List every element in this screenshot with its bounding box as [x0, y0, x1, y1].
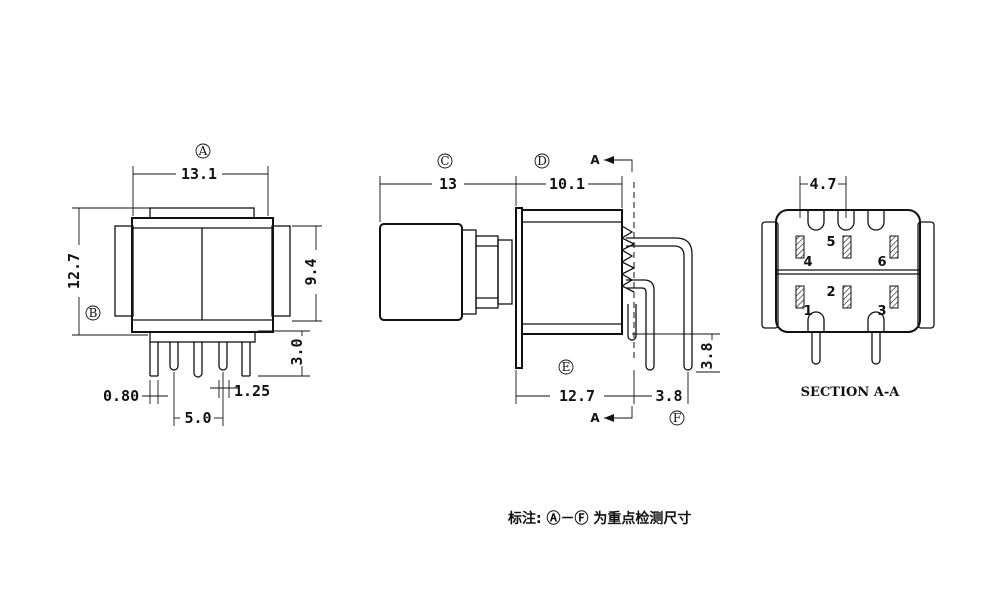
- dim-side-base: 12.7: [515, 370, 635, 405]
- section-top-terminal-mid: [837, 211, 855, 231]
- side-lead-outer: [626, 237, 693, 371]
- pin-number-3: 3: [877, 304, 886, 319]
- svg-text:D: D: [537, 154, 547, 168]
- dim-side-actuator-text: 13: [439, 175, 457, 193]
- section-contact-3: [889, 285, 899, 309]
- side-lead-inner: [626, 279, 655, 371]
- marker-e: E: [558, 359, 574, 375]
- dim-side-body: 10.1: [516, 175, 623, 208]
- dim-pin-spacing-text: 5.0: [184, 409, 211, 427]
- pin-number-1: 1: [803, 304, 812, 319]
- svg-text:F: F: [673, 411, 681, 425]
- section-contact-1: [795, 285, 805, 309]
- dim-front-body-height-text: 9.4: [302, 258, 320, 285]
- pin-number-2: 2: [826, 285, 835, 300]
- dim-front-height: 12.7: [65, 207, 150, 336]
- section-pin-left: [811, 332, 821, 365]
- side-contacts: [620, 225, 636, 293]
- front-top-cap: [149, 207, 255, 219]
- section-left-tab: [761, 221, 779, 329]
- dim-side-actuator: 13: [379, 175, 517, 222]
- dim-pin-pitch-small-text: 1.25: [234, 382, 270, 400]
- front-pin-4: [218, 342, 228, 371]
- dim-side-pin-offset-text: 3.8: [655, 387, 682, 405]
- front-left-tab: [114, 225, 134, 317]
- svg-text:C: C: [440, 154, 449, 168]
- dim-section-pin-spacing-text: 4.7: [809, 175, 836, 193]
- dim-front-height-text: 12.7: [65, 253, 83, 289]
- side-stem: [475, 235, 499, 309]
- front-base: [149, 331, 256, 343]
- section-contact-6: [889, 235, 899, 259]
- side-lead-short: [627, 304, 637, 341]
- front-right-tab: [271, 225, 291, 317]
- dim-side-pin-offset: 3.8: [634, 372, 689, 405]
- side-body: [521, 209, 623, 335]
- front-pin-right: [241, 342, 251, 377]
- section-mark-top: A: [590, 153, 633, 172]
- dim-section-pin-spacing: 4.7: [799, 175, 847, 218]
- dim-pin-pitch-small: 1.25: [210, 380, 270, 400]
- dim-front-width-text: 13.1: [181, 165, 217, 183]
- dim-front-pin-length: 3.0: [258, 330, 310, 377]
- section-pin-right: [871, 332, 881, 365]
- section-mark-bottom-text: A: [590, 411, 600, 425]
- svg-text:B: B: [89, 306, 98, 320]
- marker-c: C: [437, 153, 453, 169]
- marker-f: F: [669, 410, 685, 426]
- section-contact-5: [842, 235, 852, 259]
- front-view: 13.1 A 12.7 B 9.4: [65, 143, 322, 427]
- front-pin-left: [149, 342, 159, 377]
- pin-number-4: 4: [803, 255, 812, 270]
- marker-d: D: [534, 153, 550, 169]
- dim-side-pin-length-text: 3.8: [698, 342, 716, 369]
- section-housing: [775, 209, 921, 333]
- pin-number-6: 6: [877, 255, 886, 270]
- dim-pin-width: 0.80: [103, 380, 168, 405]
- section-top-terminal-left: [807, 211, 825, 231]
- side-bushing: [497, 239, 513, 305]
- dim-side-pin-length: 3.8: [632, 333, 720, 373]
- section-mark-bottom: A: [590, 406, 633, 425]
- svg-text:A: A: [198, 144, 208, 158]
- section-mark-top-text: A: [590, 153, 600, 167]
- side-actuator-collar: [461, 229, 477, 315]
- section-view: 4 5 6 1 2 3 4.7 SECTION A-A: [761, 175, 935, 400]
- inspection-note: 标注: Ⓐ－Ⓕ 为重点检测尺寸: [507, 510, 691, 527]
- marker-b: B: [85, 305, 101, 321]
- marker-a: A: [195, 143, 211, 159]
- side-actuator: [379, 223, 463, 321]
- svg-text:E: E: [562, 360, 571, 374]
- section-title: SECTION A-A: [801, 385, 901, 400]
- section-contact-2: [842, 285, 852, 309]
- dim-front-pin-length-text: 3.0: [288, 338, 306, 365]
- section-bottom-hump-left: [807, 311, 825, 331]
- pin-number-5: 5: [826, 235, 835, 250]
- front-pin-3: [193, 342, 203, 378]
- dim-front-body-height: 9.4: [292, 225, 322, 322]
- section-top-terminal-right: [867, 211, 885, 231]
- side-view: 13 C 10.1 D A 3.8: [379, 153, 720, 426]
- dim-side-body-text: 10.1: [549, 175, 585, 193]
- section-right-tab: [917, 221, 935, 329]
- dim-pin-spacing: 5.0: [173, 372, 224, 427]
- dim-side-base-text: 12.7: [559, 387, 595, 405]
- section-bottom-hump-right: [867, 311, 885, 331]
- front-pin-2: [169, 342, 179, 371]
- section-contact-4: [795, 235, 805, 259]
- dim-pin-width-text: 0.80: [103, 387, 139, 405]
